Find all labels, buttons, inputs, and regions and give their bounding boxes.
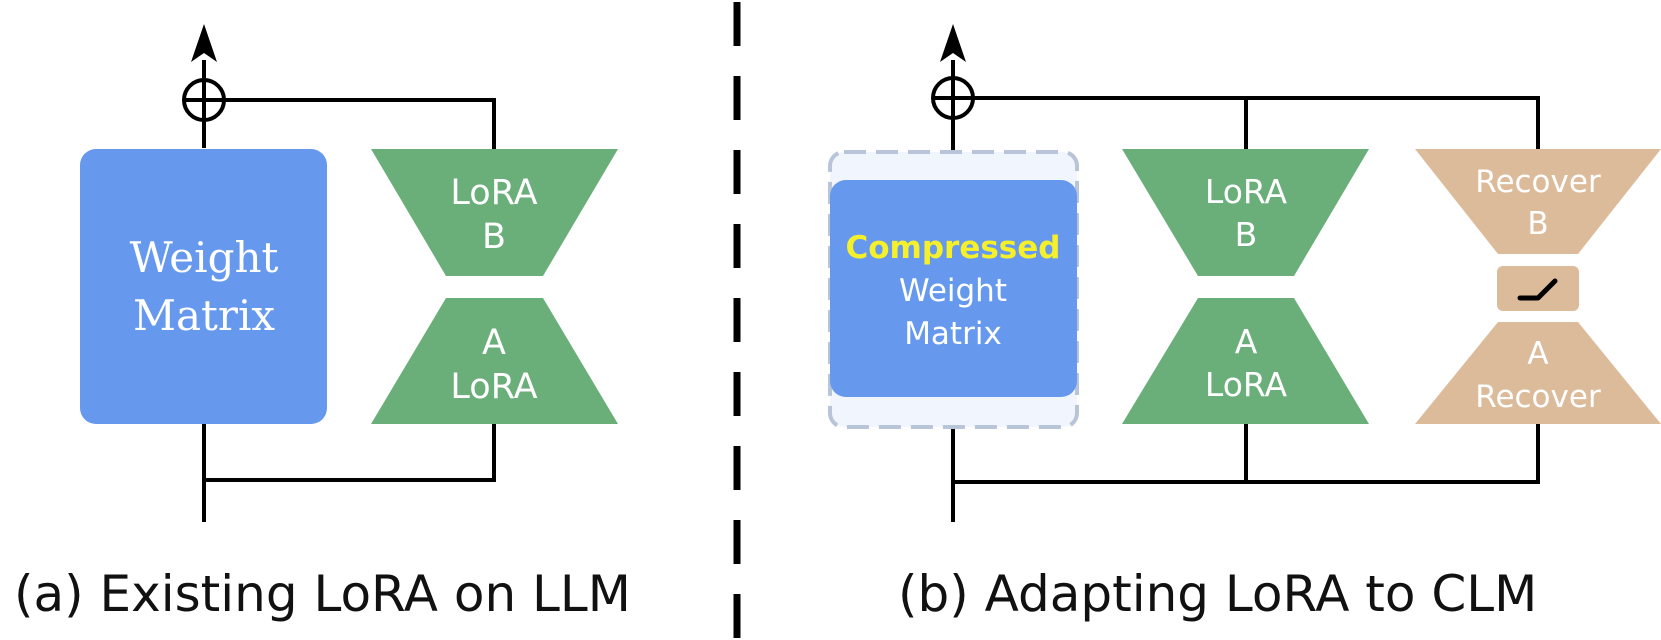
left-lora-a-line2: LoRA bbox=[450, 367, 537, 407]
right-lora-a-line1: A bbox=[1235, 322, 1258, 361]
right-compressed-weight-matrix: Compressed Weight Matrix bbox=[830, 180, 1077, 397]
right-lora-b-line2: B bbox=[1235, 215, 1258, 254]
right-output-arrowhead bbox=[940, 24, 966, 62]
left-weight-matrix-line1: Weight bbox=[130, 233, 279, 282]
relu-icon bbox=[1517, 278, 1558, 301]
left-panel: Weight Matrix LoRA B A LoRA (a) Existing… bbox=[14, 24, 631, 623]
left-lora-b-line1: LoRA bbox=[450, 173, 537, 213]
left-lora-b: LoRA B bbox=[371, 149, 618, 276]
left-lora-b-line2: B bbox=[482, 217, 506, 257]
compressed-matrix-line2: Weight bbox=[899, 273, 1007, 309]
left-adder-icon bbox=[182, 78, 226, 122]
recover-b: Recover B bbox=[1415, 149, 1661, 254]
left-caption: (a) Existing LoRA on LLM bbox=[14, 565, 631, 623]
compressed-highlight-label: Compressed bbox=[846, 230, 1061, 266]
left-weight-matrix-line2: Matrix bbox=[133, 291, 275, 340]
left-lora-a: A LoRA bbox=[371, 298, 618, 424]
right-caption: (b) Adapting LoRA to CLM bbox=[898, 565, 1537, 623]
recover-b-line2: B bbox=[1527, 206, 1548, 242]
compressed-matrix-line3: Matrix bbox=[904, 316, 1002, 352]
recover-b-line1: Recover bbox=[1475, 164, 1601, 200]
left-weight-matrix: Weight Matrix bbox=[80, 149, 327, 424]
right-adder-icon bbox=[931, 76, 975, 120]
right-lora-a: A LoRA bbox=[1122, 298, 1369, 424]
recover-a: A Recover bbox=[1415, 322, 1661, 424]
left-output-arrowhead bbox=[191, 24, 217, 62]
right-lora-b-line1: LoRA bbox=[1205, 172, 1288, 211]
right-panel: Compressed Weight Matrix LoRA B A LoRA R… bbox=[828, 24, 1661, 623]
left-lora-a-line1: A bbox=[482, 323, 506, 363]
activation-block bbox=[1497, 266, 1579, 311]
right-lora-b: LoRA B bbox=[1122, 149, 1369, 276]
recover-a-line1: A bbox=[1527, 336, 1548, 372]
recover-a-line2: Recover bbox=[1475, 379, 1601, 415]
right-lora-a-line2: LoRA bbox=[1205, 365, 1288, 404]
